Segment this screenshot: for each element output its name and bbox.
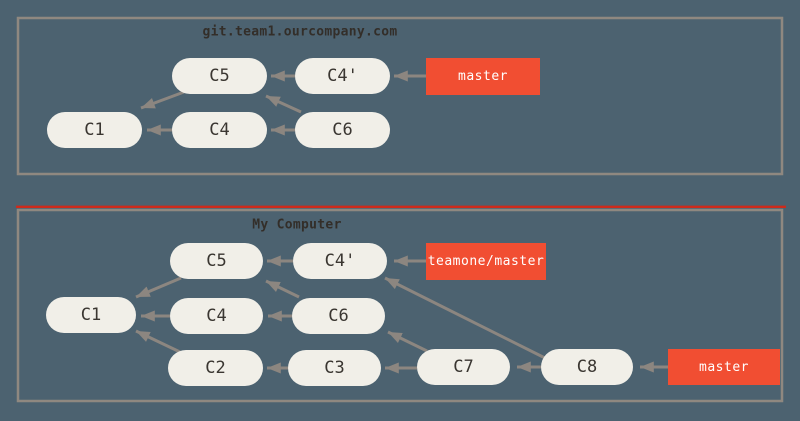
commit-node-c1-server: C1: [47, 112, 142, 148]
commit-node-c4prime-local: C4': [293, 243, 387, 279]
branch-label-master-local: master: [668, 349, 780, 385]
server-panel-border: [16, 16, 784, 176]
commit-node-c4prime-server: C4': [295, 58, 390, 94]
computer-panel-border: [16, 208, 784, 403]
commit-node-c6-server: C6: [295, 112, 390, 148]
commit-node-c4-server: C4: [172, 112, 267, 148]
commit-node-c5-local: C5: [170, 243, 263, 279]
commit-node-c8-local: C8: [541, 349, 633, 385]
edge-bot-c8-c4p: [384, 276, 548, 361]
commit-node-c1-local: C1: [46, 297, 136, 333]
edge-top-c6-c5: [265, 94, 302, 114]
edge-bot-c6-c5: [265, 279, 300, 299]
commit-node-c6-local: C6: [292, 298, 385, 334]
edge-top-c5-c1: [140, 90, 185, 110]
commit-node-c5-server: C5: [172, 58, 267, 94]
branch-label-master-server: master: [426, 58, 540, 95]
branch-label-teamone-master: teamone/master: [426, 243, 546, 280]
edge-bot-c2-c1: [135, 329, 181, 354]
commit-node-c7-local: C7: [417, 349, 510, 385]
computer-panel-title: My Computer: [252, 217, 342, 233]
edge-bot-c5-c1: [135, 276, 182, 299]
edge-bot-c7-c6: [387, 330, 428, 353]
commit-node-c2-local: C2: [168, 350, 263, 386]
commit-node-c3-local: C3: [288, 350, 381, 386]
commit-node-c4-local: C4: [170, 298, 263, 334]
server-panel-title: git.team1.ourcompany.com: [202, 24, 398, 40]
